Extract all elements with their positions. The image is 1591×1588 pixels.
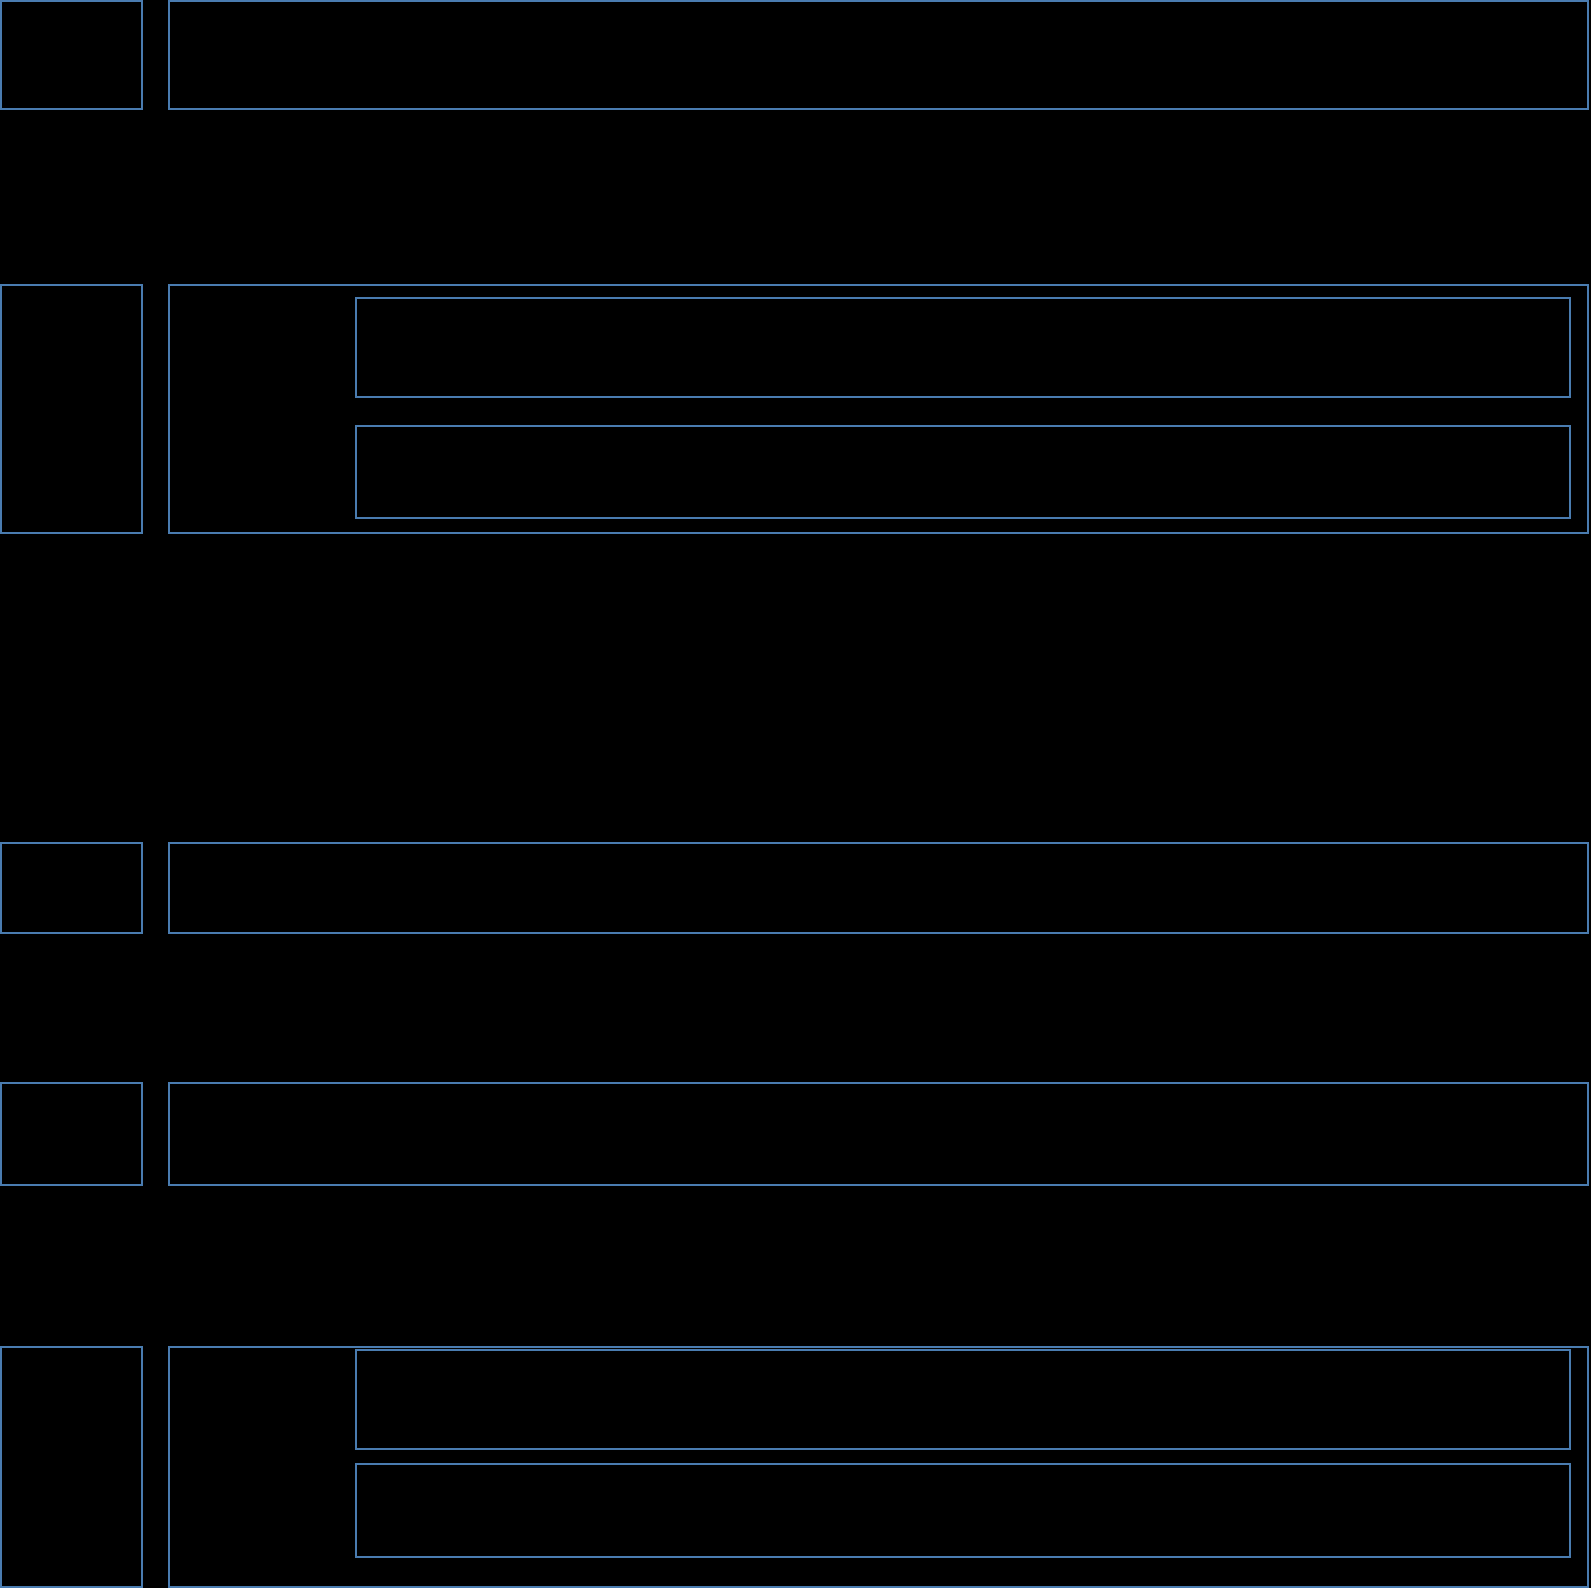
row-1-content-cell[interactable]: [168, 0, 1589, 110]
form-row-1: [0, 0, 1591, 110]
row-2-inner-field-1-text: [357, 299, 1569, 311]
row-5-inner-field-2[interactable]: [355, 1463, 1571, 1558]
row-5-inner-field-1-text: [357, 1351, 1569, 1363]
form-row-2: [0, 142, 1591, 534]
form-row-5: [0, 673, 1591, 1588]
row-5-inner-field-2-text: [357, 1465, 1569, 1477]
form-row-4: [0, 541, 1591, 1186]
form-row-3: [0, 421, 1591, 934]
row-2-inner-field-1[interactable]: [355, 297, 1571, 398]
row-4-content-cell[interactable]: [168, 1082, 1589, 1186]
row-4-label-text: [2, 1084, 141, 1096]
row-4-content-text: [170, 1084, 1587, 1096]
row-5-inner-field-1[interactable]: [355, 1349, 1571, 1450]
row-2-inner-field-2[interactable]: [355, 425, 1571, 519]
row-2-label-text: [2, 286, 141, 298]
row-5-label-text: [2, 1348, 141, 1360]
row-1-label-text: [2, 2, 141, 14]
row-4-label-cell[interactable]: [0, 1082, 143, 1186]
row-1-label-cell[interactable]: [0, 0, 143, 110]
row-1-content-text: [170, 2, 1587, 14]
row-2-label-cell[interactable]: [0, 284, 143, 534]
row-5-label-cell[interactable]: [0, 1346, 143, 1588]
